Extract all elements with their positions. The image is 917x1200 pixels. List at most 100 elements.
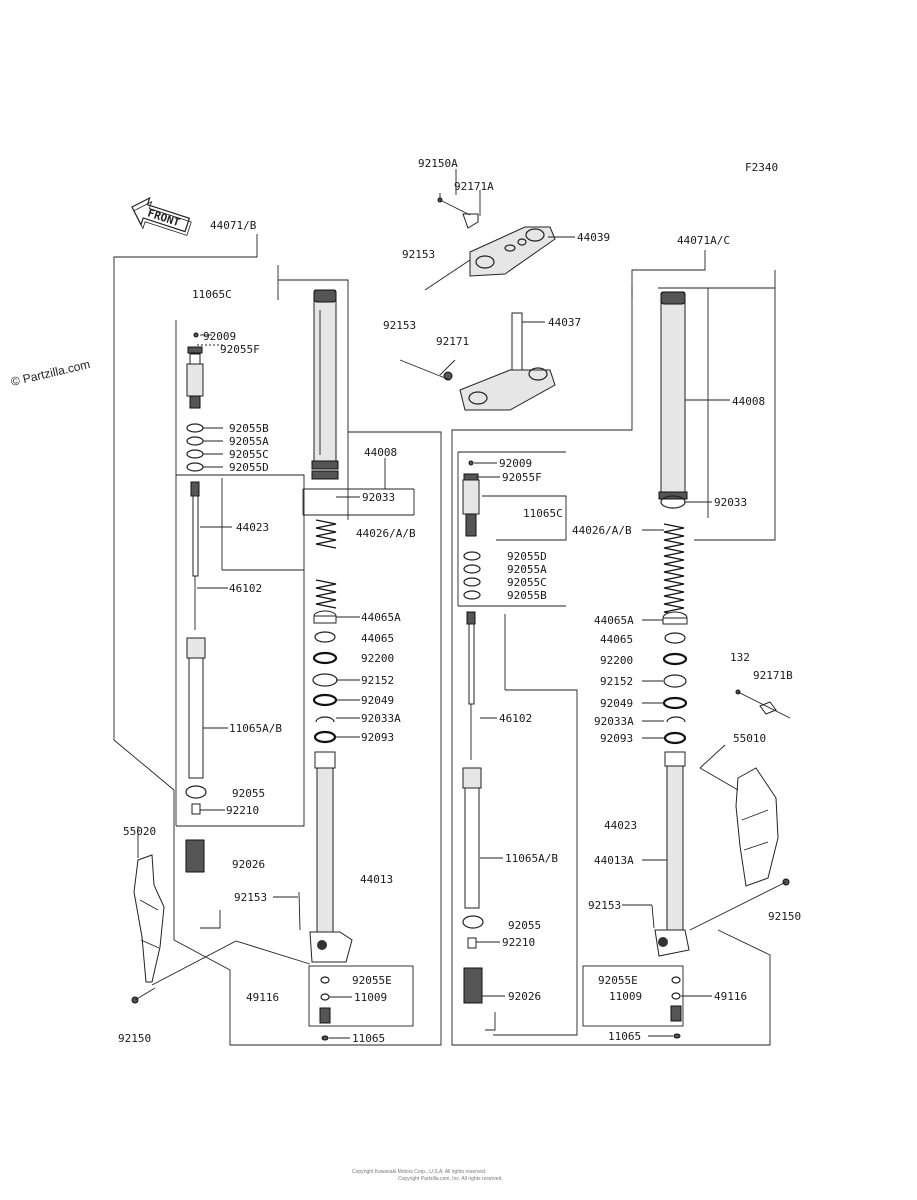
label-92200-right: 92200 (600, 654, 633, 667)
label-44026ab-left: 44026/A/B (356, 527, 416, 540)
label-92033a-right: 92033A (594, 715, 634, 728)
label-11065c-left: 11065C (192, 288, 232, 301)
right-fork-leaders (474, 399, 730, 1037)
label-92153-top2: 92153 (383, 319, 416, 332)
label-46102-left: 46102 (229, 582, 262, 595)
label-11065c-right: 11065C (523, 507, 563, 520)
bottom-triple-clamp-stem (399, 312, 556, 411)
label-44037: 44037 (548, 316, 581, 329)
label-44065-left: 44065 (361, 632, 394, 645)
left-fork-axle-kit (319, 976, 331, 1041)
label-92055e-left: 92055E (352, 974, 392, 987)
watermark-text: © Partzilla.com (10, 357, 92, 389)
label-92200-left: 92200 (361, 652, 394, 665)
left-fork-outer-tube (311, 289, 339, 480)
right-fork-axle-kit (670, 976, 682, 1039)
label-92171: 92171 (436, 335, 469, 348)
label-92009-left: 92009 (203, 330, 236, 343)
label-92153-top1: 92153 (402, 248, 435, 261)
label-44071b: 44071/B (210, 219, 257, 232)
label-92055b-left: 92055B (229, 422, 269, 435)
label-92055-right: 92055 (508, 919, 541, 932)
label-44013: 44013 (360, 873, 393, 886)
left-fork-inner-tube (309, 751, 353, 963)
label-92033-right: 92033 (714, 496, 747, 509)
label-44071ac: 44071A/C (677, 234, 730, 247)
label-11065ab-left: 11065A/B (229, 722, 282, 735)
label-92171a: 92171A (454, 180, 494, 193)
front-arrow-icon: FRONT (131, 196, 192, 236)
label-92055c-right: 92055C (507, 576, 547, 589)
right-fork-guard (689, 689, 791, 931)
label-44065-right: 44065 (600, 633, 633, 646)
label-44013a: 44013A (594, 854, 634, 867)
label-92055c-left: 92055C (229, 448, 269, 461)
label-11009-right: 11009 (609, 990, 642, 1003)
label-92152-right: 92152 (600, 675, 633, 688)
label-92152-left: 92152 (361, 674, 394, 687)
label-92153-right-fork: 92153 (588, 899, 621, 912)
label-92150-left: 92150 (118, 1032, 151, 1045)
label-92033a-left: 92033A (361, 712, 401, 725)
label-92055d-right: 92055D (507, 550, 547, 563)
label-46102-right: 46102 (499, 712, 532, 725)
label-92093-left: 92093 (361, 731, 394, 744)
left-fork-frame-lines (113, 234, 442, 1046)
label-11065ab-right: 11065A/B (505, 852, 558, 865)
label-92055e-right: 92055E (598, 974, 638, 987)
label-11009-left: 11009 (354, 991, 387, 1004)
label-92055f-left: 92055F (220, 343, 260, 356)
left-fork-washers (312, 610, 338, 744)
label-44023-right: 44023 (604, 819, 637, 832)
right-fork-frame-lines (451, 250, 776, 1046)
label-92093-right: 92093 (600, 732, 633, 745)
top-triple-clamp (424, 169, 575, 291)
copyright-line-1: Copyright Kawasaki Motors Corp., U.S.A. … (352, 1169, 486, 1175)
label-44008-left: 44008 (364, 446, 397, 459)
label-11065-right: 11065 (608, 1030, 641, 1043)
label-92153-left-fork: 92153 (234, 891, 267, 904)
label-132: 132 (730, 651, 750, 664)
label-92049-right: 92049 (600, 697, 633, 710)
label-11065-left: 11065 (352, 1032, 385, 1045)
right-fork-outer-tube (658, 291, 688, 509)
label-92171b: 92171B (753, 669, 793, 682)
right-fork-washers (662, 611, 688, 745)
label-49116-right: 49116 (714, 990, 747, 1003)
label-92210-right: 92210 (502, 936, 535, 949)
label-92009-right: 92009 (499, 457, 532, 470)
label-92049-left: 92049 (361, 694, 394, 707)
label-92026-right: 92026 (508, 990, 541, 1003)
figure-code: F2340 (745, 161, 778, 174)
label-55010: 55010 (733, 732, 766, 745)
right-fork-spring (663, 523, 685, 617)
label-92026-left: 92026 (232, 858, 265, 871)
label-92210-left: 92210 (226, 804, 259, 817)
label-92150a: 92150A (418, 157, 458, 170)
label-49116-left: 49116 (246, 991, 279, 1004)
left-fork-guard (131, 826, 311, 1004)
label-92055f-right: 92055F (502, 471, 542, 484)
left-cartridge-parts (185, 332, 207, 873)
part-number-labels: 44071/B 11065C 92009 92055F 92055B 92055… (118, 157, 801, 1045)
label-92033-left: 92033 (362, 491, 395, 504)
label-44039: 44039 (577, 231, 610, 244)
right-cartridge-parts (462, 460, 484, 1004)
label-44023-left: 44023 (236, 521, 269, 534)
right-fork-inner-tube (654, 751, 690, 957)
label-92055a-right: 92055A (507, 563, 547, 576)
label-92055b-right: 92055B (507, 589, 547, 602)
label-44065a-right: 44065A (594, 614, 634, 627)
label-92150-right: 92150 (768, 910, 801, 923)
left-fork-spring (315, 519, 337, 609)
label-44008-right: 44008 (732, 395, 765, 408)
label-44026ab-right: 44026/A/B (572, 524, 632, 537)
label-92055a-left: 92055A (229, 435, 269, 448)
label-44065a-left: 44065A (361, 611, 401, 624)
copyright-line-2: Copyright Partzilla.com, Inc. All rights… (398, 1176, 503, 1182)
left-fork-leaders (196, 334, 386, 1039)
label-92055-left: 92055 (232, 787, 265, 800)
label-55020: 55020 (123, 825, 156, 838)
label-92055d-left: 92055D (229, 461, 269, 474)
